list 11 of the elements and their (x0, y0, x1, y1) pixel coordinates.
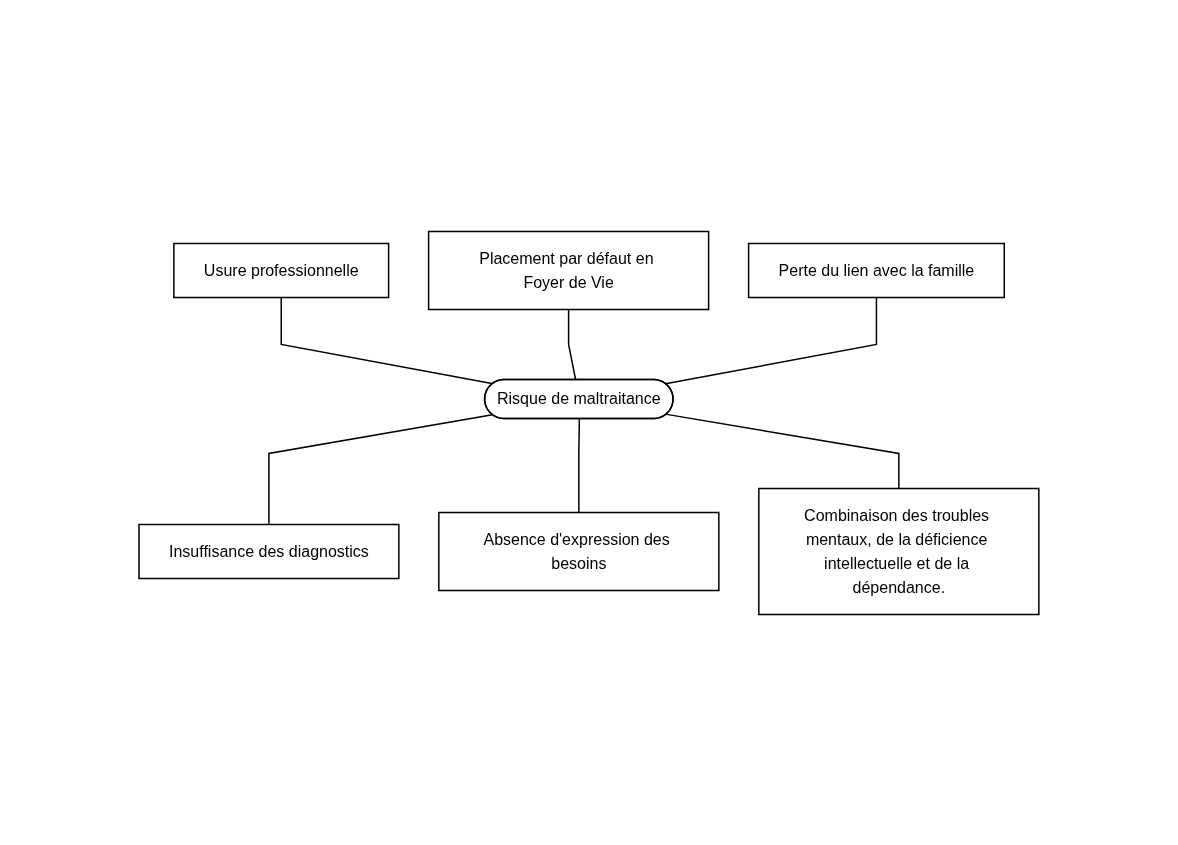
connector (664, 296, 878, 384)
node-box: Perte du lien avec la famille (747, 242, 1006, 298)
node-box: Absence d'expression des besoins (438, 511, 720, 591)
connector (268, 413, 494, 525)
connector (578, 417, 581, 513)
node-box: Usure professionnelle (173, 242, 390, 298)
node-box: Insuffisance des diagnostics (138, 523, 400, 579)
node-box: Combinaison des troubles mentaux, de la déficience intellectuelle et de la dépendance. (758, 487, 1040, 615)
node-box: Placement par défaut en Foyer de Vie (427, 230, 710, 310)
connector (665, 413, 900, 489)
connector (567, 308, 577, 381)
